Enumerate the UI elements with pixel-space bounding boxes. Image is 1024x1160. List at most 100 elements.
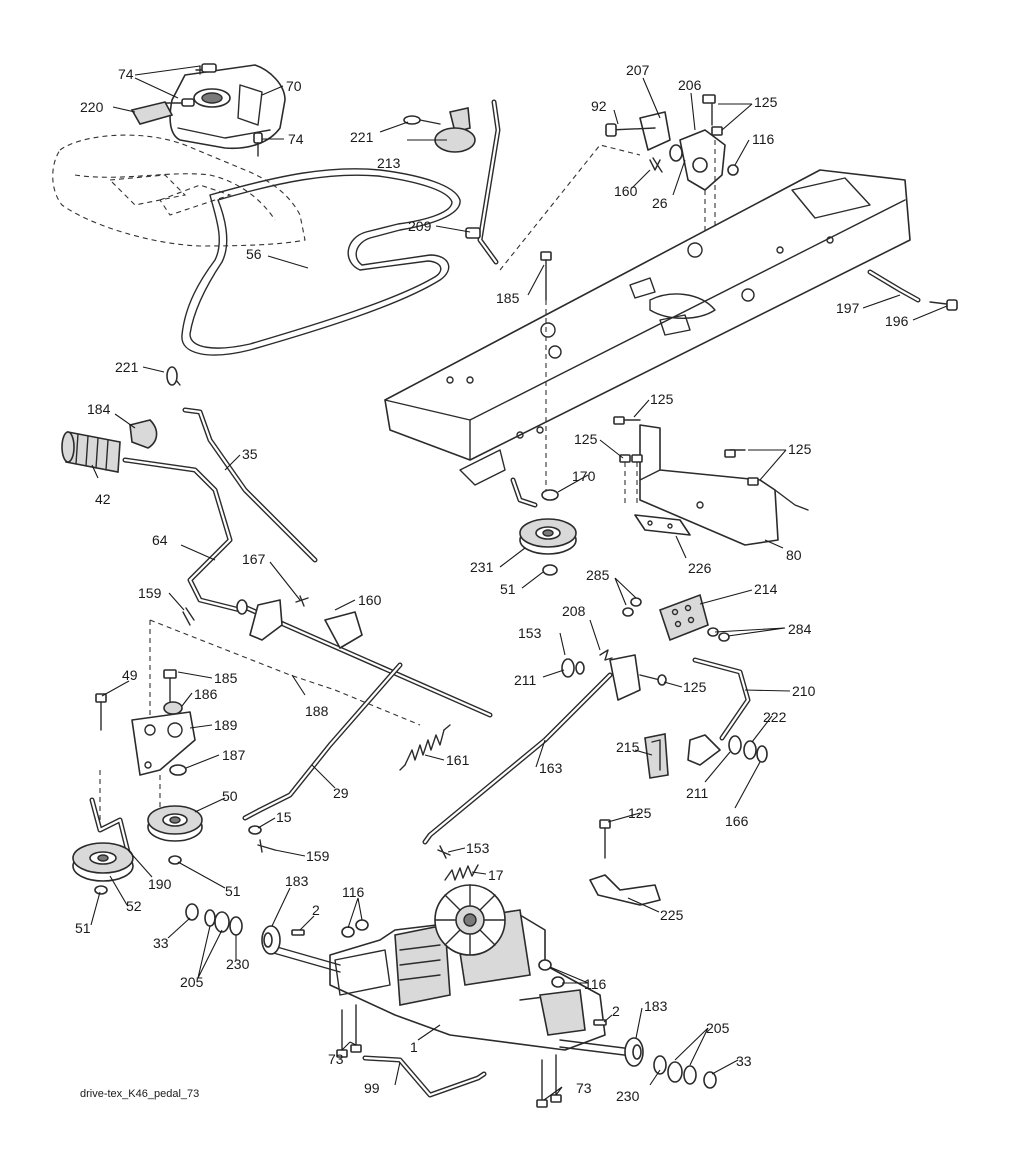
- callout-211: 211: [514, 672, 537, 688]
- callout-163: 163: [539, 760, 563, 776]
- knob-213: [434, 107, 476, 153]
- spring-161: [399, 724, 451, 771]
- callout-185: 185: [214, 670, 238, 686]
- key-2-left: [291, 929, 305, 936]
- callout-2: 2: [312, 902, 320, 918]
- bolt-185-left: [163, 669, 177, 706]
- callout-213: 213: [377, 155, 401, 171]
- grip-42: [61, 431, 121, 473]
- callout-125: 125: [788, 441, 812, 457]
- callout-230: 230: [226, 956, 250, 972]
- clip-221-top: [403, 115, 441, 125]
- callout-284: 284: [788, 621, 812, 637]
- rod-163: [422, 672, 613, 845]
- callout-189: 189: [214, 717, 238, 733]
- drive-belt-56: [181, 168, 461, 356]
- washers-205-230-left: [204, 909, 243, 936]
- callout-207: 207: [626, 62, 650, 78]
- washer-187: [169, 764, 187, 776]
- pin-125: [639, 674, 667, 686]
- callout-73: 73: [576, 1080, 592, 1096]
- callout-221: 221: [115, 359, 139, 375]
- callout-160: 160: [358, 592, 382, 608]
- callout-50: 50: [222, 788, 238, 804]
- callout-159: 159: [138, 585, 162, 601]
- callout-125: 125: [628, 805, 652, 821]
- callout-185: 185: [496, 290, 520, 306]
- callout-15: 15: [276, 809, 292, 825]
- callout-222: 222: [763, 709, 787, 725]
- callout-225: 225: [660, 907, 684, 923]
- callout-159: 159: [306, 848, 330, 864]
- pedal-pad-214: [658, 593, 709, 642]
- callout-187: 187: [222, 747, 246, 763]
- callout-35: 35: [242, 446, 258, 462]
- callout-285: 285: [586, 567, 610, 583]
- callout-209: 209: [408, 218, 432, 234]
- hub-183-left: [261, 925, 281, 955]
- bushing-186: [163, 701, 183, 715]
- callout-196: 196: [885, 313, 909, 329]
- pulley-52: [72, 842, 134, 882]
- idler-arm: [510, 477, 538, 508]
- clip-159: [182, 607, 195, 626]
- callout-208: 208: [562, 603, 586, 619]
- rod-209: [465, 99, 501, 265]
- bolts-125-mid: [613, 416, 759, 505]
- callout-92: 92: [591, 98, 607, 114]
- callout-125: 125: [650, 391, 674, 407]
- callout-33: 33: [736, 1053, 752, 1069]
- callout-205: 205: [706, 1020, 730, 1036]
- callout-2: 2: [612, 1003, 620, 1019]
- callout-1: 1: [410, 1039, 418, 1055]
- knob-184: [129, 419, 158, 449]
- bolt-185-top: [540, 251, 552, 301]
- callout-116: 116: [584, 976, 607, 992]
- callout-183: 183: [285, 873, 309, 889]
- pivot-bracket-206: [669, 94, 739, 191]
- clip-221-mid: [166, 366, 181, 386]
- main-frame: [384, 169, 911, 486]
- pedal-rod-64: [122, 457, 243, 613]
- callout-74: 74: [288, 131, 304, 147]
- callout-74: 74: [118, 66, 134, 82]
- bolts-73-left: [336, 1004, 362, 1058]
- callout-214: 214: [754, 581, 778, 597]
- fender-outline: [52, 134, 306, 247]
- washer-166: [756, 745, 768, 763]
- callout-51: 51: [500, 581, 516, 597]
- rod-99: [362, 1055, 487, 1098]
- nuts-284: [707, 627, 730, 642]
- callout-211: 211: [686, 785, 709, 801]
- nut-51-top: [542, 564, 558, 576]
- callout-17: 17: [488, 867, 504, 883]
- cross-shaft-188: [236, 595, 493, 718]
- callout-186: 186: [194, 686, 218, 702]
- clip-160-top: [649, 157, 663, 173]
- callout-51: 51: [225, 883, 241, 899]
- callout-190: 190: [148, 876, 172, 892]
- bracket-80: [639, 424, 809, 546]
- callout-125: 125: [683, 679, 707, 695]
- clip-153: [437, 845, 451, 859]
- pulley-231: [519, 518, 577, 555]
- pedal-arm-210: [692, 657, 751, 741]
- leader-lines: [90, 65, 948, 1101]
- bracket-197: [867, 269, 958, 311]
- bracket-208: [599, 649, 641, 701]
- callout-183: 183: [644, 998, 668, 1014]
- callout-220: 220: [80, 99, 104, 115]
- callout-42: 42: [95, 491, 111, 507]
- decal-220: [130, 101, 174, 125]
- callout-206: 206: [678, 77, 702, 93]
- bracket-225: [589, 874, 661, 906]
- nut-51-bottom: [94, 885, 108, 895]
- cover-215: [644, 733, 669, 779]
- nuts-116-right: [538, 959, 565, 988]
- callout-125: 125: [754, 94, 778, 110]
- bolts-73-right: [536, 1054, 562, 1108]
- callout-51: 51: [75, 920, 91, 936]
- callout-99: 99: [364, 1080, 380, 1096]
- transaxle-1: [329, 884, 606, 1051]
